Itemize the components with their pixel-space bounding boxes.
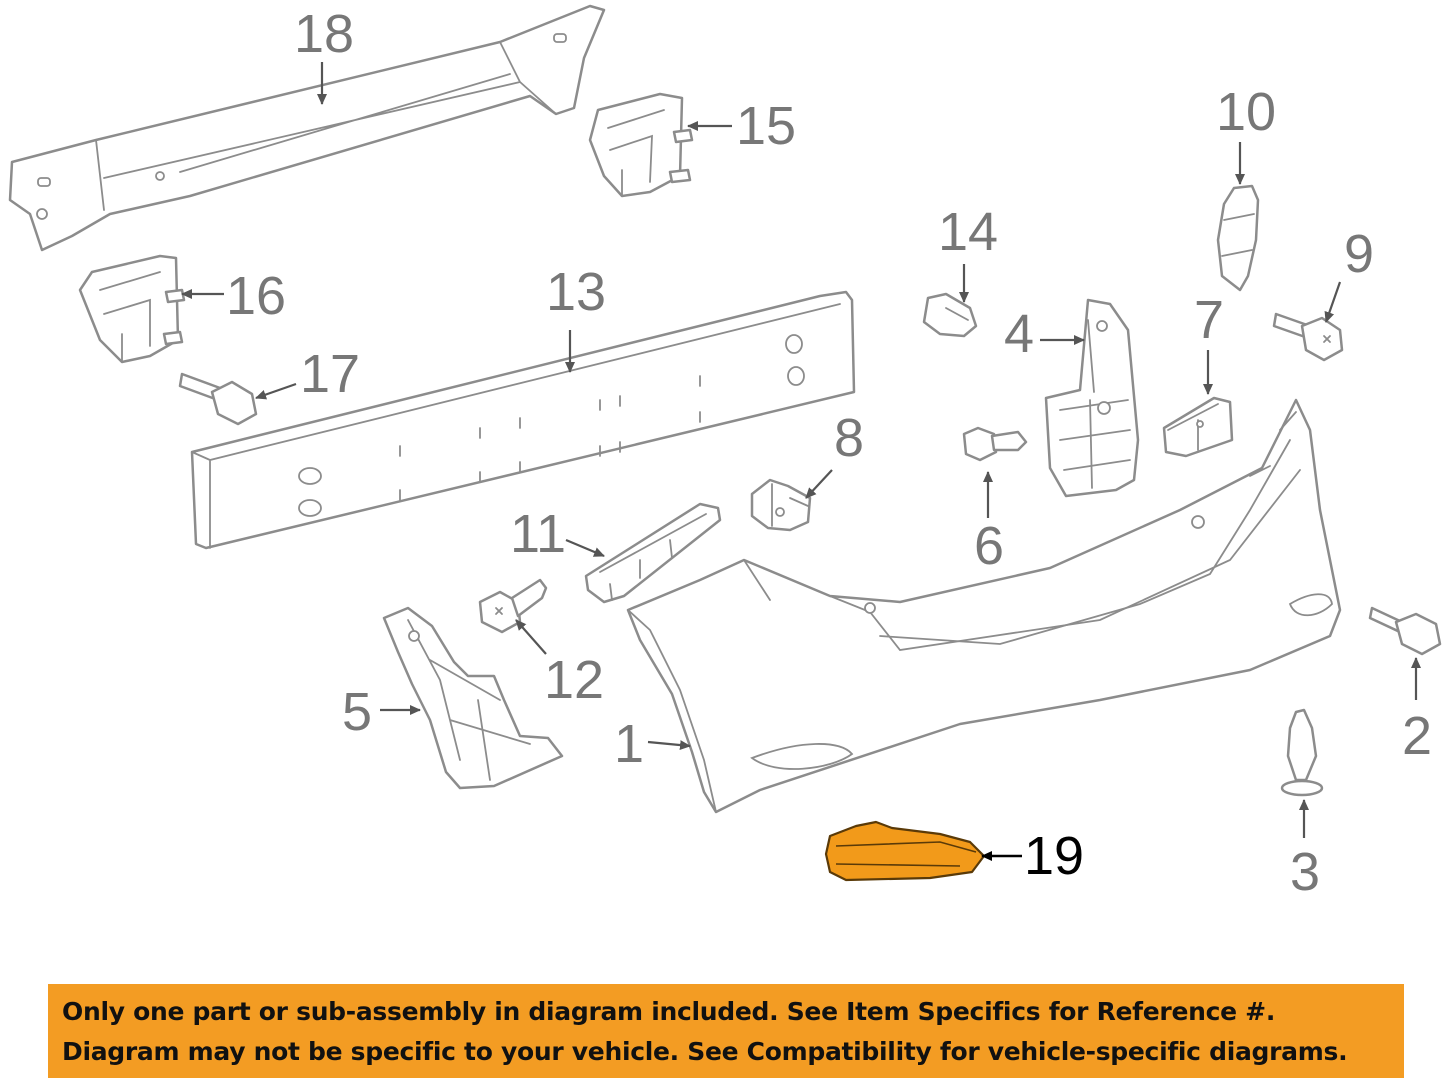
leader-arrows	[181, 62, 1421, 861]
part-13-absorber	[190, 290, 856, 550]
callout-6: 6	[974, 516, 1004, 576]
part-8-clip	[750, 478, 812, 532]
part-9-bolt	[1272, 312, 1344, 362]
part-12-screw	[478, 578, 548, 634]
part-1-bumper-cover	[626, 398, 1342, 814]
disclaimer-line-1: Only one part or sub-assembly in diagram…	[62, 997, 1276, 1026]
part-5-guard	[382, 606, 564, 790]
part-3-clip	[1280, 708, 1324, 797]
part-14-clip	[922, 292, 978, 338]
callout-18: 18	[294, 4, 354, 64]
callout-10: 10	[1216, 82, 1276, 142]
part-2-bolt	[1368, 606, 1442, 656]
callout-11: 11	[510, 504, 566, 564]
callout-4: 4	[1004, 304, 1034, 364]
callout-labels: 18 15 16 17 13 14 10 9 4 7 6 8 11 12 5 1…	[226, 4, 1432, 902]
callout-3: 3	[1290, 842, 1320, 902]
callout-17: 17	[300, 344, 360, 404]
callout-13: 13	[546, 262, 606, 322]
part-17-bolt	[178, 372, 258, 426]
part-15-bracket	[588, 92, 694, 198]
part-6-screw	[962, 426, 1028, 462]
part-16-bracket	[78, 254, 186, 364]
callout-14: 14	[938, 202, 998, 262]
part-18-reinforcement	[8, 4, 606, 252]
callout-16: 16	[226, 266, 286, 326]
part-11-retainer	[584, 502, 722, 604]
callout-12: 12	[544, 650, 604, 710]
part-7-clip	[1162, 396, 1234, 458]
callout-7: 7	[1194, 290, 1224, 350]
disclaimer-line-2: Diagram may not be specific to your vehi…	[62, 1037, 1348, 1066]
disclaimer-banner: Only one part or sub-assembly in diagram…	[48, 984, 1404, 1078]
part-10-bracket	[1216, 184, 1260, 292]
callout-2: 2	[1402, 706, 1432, 766]
parts-diagram: 18 15 16 17 13 14 10 9 4 7 6 8 11 12 5 1…	[8, 4, 1442, 902]
callout-9: 9	[1344, 224, 1374, 284]
callout-19: 19	[1024, 826, 1084, 886]
part-19-reflector-highlighted	[824, 820, 986, 882]
part-4-retainer	[1044, 298, 1140, 498]
callout-8: 8	[834, 408, 864, 468]
callout-1: 1	[614, 714, 644, 774]
callout-5: 5	[342, 682, 372, 742]
callout-15: 15	[736, 96, 796, 156]
